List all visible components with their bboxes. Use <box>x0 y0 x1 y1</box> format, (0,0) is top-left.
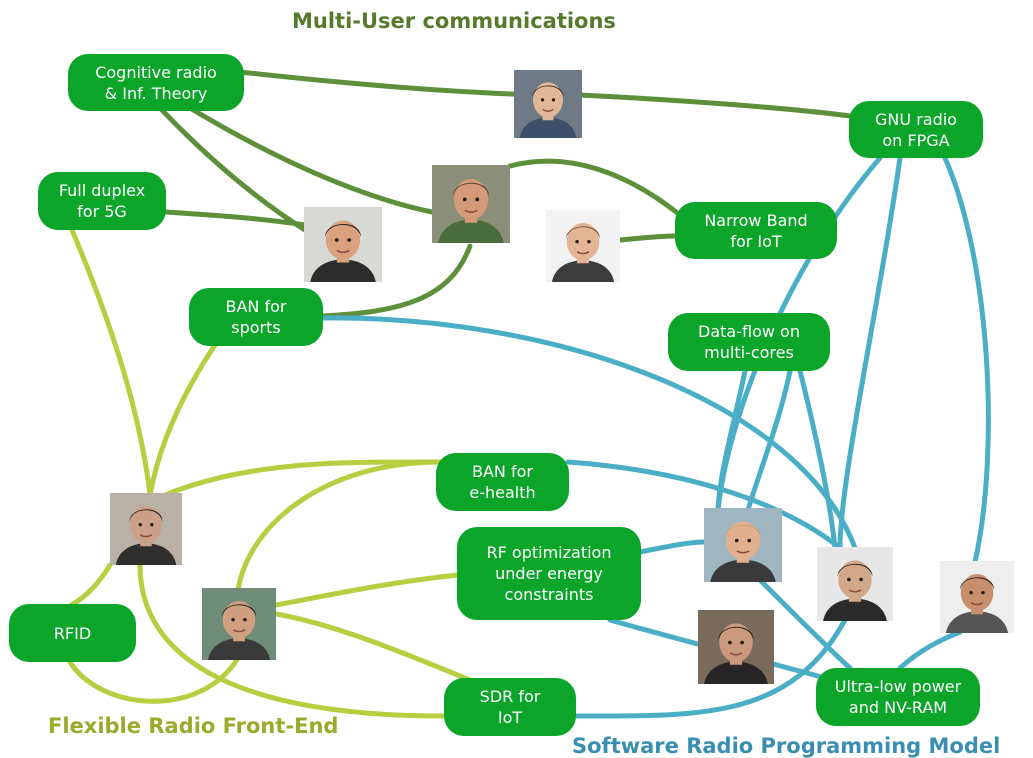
person-photo <box>514 70 582 138</box>
edge-photo5-sdr <box>137 562 447 719</box>
edge-fullduplex-photo5 <box>69 227 153 498</box>
edge-bansports-photo5 <box>147 342 218 498</box>
edge-bansports-photo8 <box>319 315 858 551</box>
edge-cognitive-photo1 <box>237 69 543 98</box>
node-rfid[interactable]: RFID <box>9 604 136 662</box>
person-photo <box>202 588 276 660</box>
node-cognitive-radio[interactable]: Cognitive radio & Inf. Theory <box>68 54 244 111</box>
person-photo <box>110 493 182 565</box>
person-photo <box>546 210 620 282</box>
node-full-duplex[interactable]: Full duplex for 5G <box>38 172 166 230</box>
edge-banehealth-photo8 <box>565 459 843 551</box>
node-data-flow[interactable]: Data-flow on multi-cores <box>668 313 830 371</box>
node-ban-sports[interactable]: BAN for sports <box>189 288 323 346</box>
edge-photo3-narrowband <box>507 158 683 218</box>
edge-cognitive-photo2 <box>157 105 308 233</box>
edge-photo6-banehealth <box>235 459 443 593</box>
edge-bansports-photo3 <box>319 243 473 319</box>
edge-sdr-photo8 <box>573 617 848 719</box>
flexible-radio-title: Flexible Radio Front-End <box>48 714 339 738</box>
edge-photo1-gnu <box>577 92 853 119</box>
multi-user-title: Multi-User communications <box>292 9 616 33</box>
edge-photo6-rfopt <box>273 572 461 608</box>
person-photo <box>432 165 510 243</box>
edge-fullduplex-photo2 <box>163 209 308 228</box>
node-gnu-radio[interactable]: GNU radio on FPGA <box>849 101 983 158</box>
edge-cognitive-photo3 <box>187 105 435 215</box>
edge-rfid-photo6 <box>67 655 241 704</box>
person-photo <box>704 508 782 582</box>
edge-photo4-narrowband <box>617 233 679 243</box>
node-ultra-low-power[interactable]: Ultra-low power and NV-RAM <box>816 668 980 726</box>
software-radio-title: Software Radio Programming Model <box>572 734 1001 758</box>
edge-dataflow-photo7b <box>745 368 793 513</box>
person-photo <box>940 561 1014 633</box>
node-ban-ehealth[interactable]: BAN for e-health <box>436 453 569 511</box>
edge-photo6-sdr <box>273 611 473 683</box>
edge-gnu-photo10 <box>942 155 991 565</box>
person-photo <box>698 610 774 684</box>
edge-photo5-rfid <box>67 562 113 609</box>
edge-dataflow-photo8 <box>797 368 838 551</box>
person-photo <box>304 207 382 282</box>
node-rf-optimization[interactable]: RF optimization under energy constraints <box>457 527 641 620</box>
edge-rfopt-photo7 <box>637 539 707 555</box>
node-narrow-band[interactable]: Narrow Band for IoT <box>675 202 837 259</box>
edge-dataflow-photo7 <box>715 368 748 513</box>
edge-photo7-ultralow <box>757 577 853 671</box>
edge-gnu-photo8 <box>837 155 903 551</box>
person-photo <box>817 547 893 621</box>
edge-ultralow-photo10 <box>897 629 963 671</box>
node-sdr-iot[interactable]: SDR for IoT <box>444 678 576 736</box>
